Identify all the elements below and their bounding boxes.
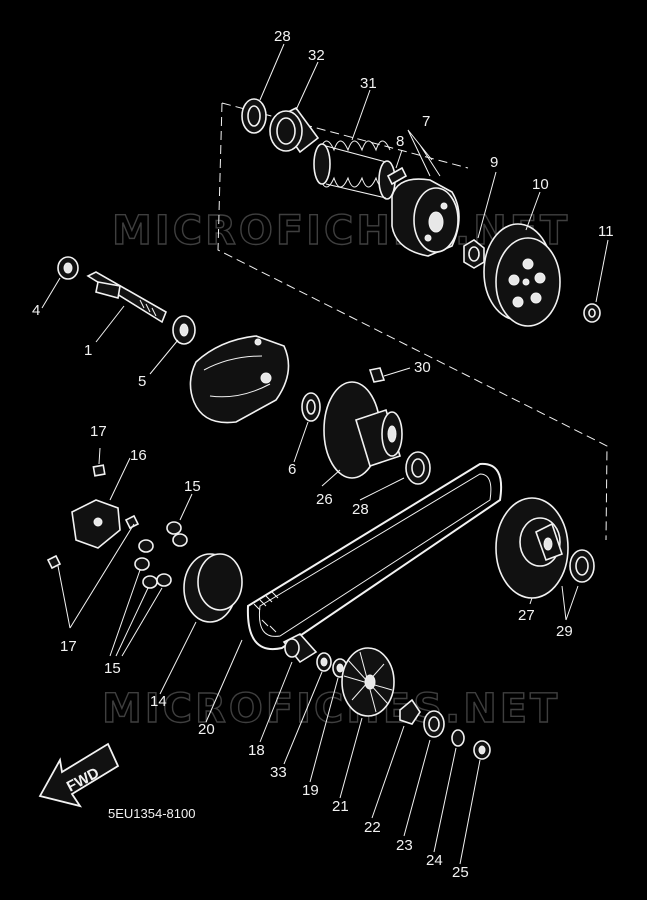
part-25-nut (473, 740, 491, 760)
callout-14: 14 (150, 693, 167, 710)
part-5-bearing (172, 315, 196, 345)
part-30-cap (368, 367, 386, 383)
callout-23: 23 (396, 837, 413, 854)
part-33-washer (316, 652, 332, 672)
part-4-bearing (57, 256, 79, 280)
callout-9: 9 (490, 154, 498, 171)
callout-17-top: 17 (90, 423, 107, 440)
part-1-drive-shaft (86, 271, 168, 324)
callout-19: 19 (302, 782, 319, 799)
forward-arrow: FWD (38, 742, 120, 808)
callout-4: 4 (32, 302, 40, 319)
callout-10: 10 (532, 176, 549, 193)
part-32-collar (269, 106, 320, 154)
leader-lines (41, 43, 609, 865)
part-14-primary-fixed-sheave (183, 553, 243, 623)
callout-21: 21 (332, 798, 349, 815)
callout-5: 5 (138, 373, 146, 390)
callout-20: 20 (198, 721, 215, 738)
callout-26: 26 (316, 491, 333, 508)
part-8-pin (386, 166, 408, 186)
callout-16: 16 (130, 447, 147, 464)
drawing-code: 5EU1354-8100 (108, 806, 195, 821)
part-9-nut (463, 239, 485, 269)
part-11-nut (583, 303, 601, 323)
watermark-bottom: MICROFICHES.NET (102, 686, 560, 732)
callout-30: 30 (414, 359, 431, 376)
part-18-collar (282, 633, 318, 664)
part-7-clutch-carrier (391, 178, 460, 257)
callout-28-lower: 28 (352, 501, 369, 518)
callout-25: 25 (452, 864, 469, 881)
part-10-clutch-housing (483, 223, 561, 327)
callout-27: 27 (518, 607, 535, 624)
part-31-spring (313, 140, 396, 200)
part-20-v-belt (246, 462, 502, 651)
callout-7: 7 (422, 113, 430, 130)
callout-32: 32 (308, 47, 325, 64)
part-17-slider (46, 464, 140, 570)
part-24-washer (451, 729, 465, 747)
part-15-weights (134, 521, 188, 589)
part-27-secondary-sheave (495, 497, 569, 599)
part-6-washer (301, 392, 321, 422)
part-29-collar (569, 549, 595, 583)
part-22-plate (399, 698, 421, 725)
part-16-cam (71, 499, 121, 549)
callout-1: 1 (84, 342, 92, 359)
callout-28-top: 28 (274, 28, 291, 45)
callout-6: 6 (288, 461, 296, 478)
callout-29: 29 (556, 623, 573, 640)
part-28-oil-seal-lower (405, 451, 431, 485)
part-28-oil-seal (241, 98, 267, 134)
callout-15-bottom: 15 (104, 660, 121, 677)
cover-plate (189, 335, 290, 424)
part-21-fan-sheave (341, 647, 395, 717)
callout-11: 11 (598, 223, 614, 240)
callout-24: 24 (426, 852, 443, 869)
callout-33: 33 (270, 764, 287, 781)
callout-17-bottom: 17 (60, 638, 77, 655)
callout-31: 31 (360, 75, 377, 92)
callout-18: 18 (248, 742, 265, 759)
callout-8: 8 (396, 133, 404, 150)
part-26-sliding-sheave (323, 381, 403, 479)
callout-numbers: 28 32 31 7 8 9 10 11 4 1 5 30 6 26 28 17… (32, 28, 614, 881)
callout-22: 22 (364, 819, 381, 836)
part-23-one-way-clutch (423, 710, 445, 738)
callout-15-top: 15 (184, 478, 201, 495)
